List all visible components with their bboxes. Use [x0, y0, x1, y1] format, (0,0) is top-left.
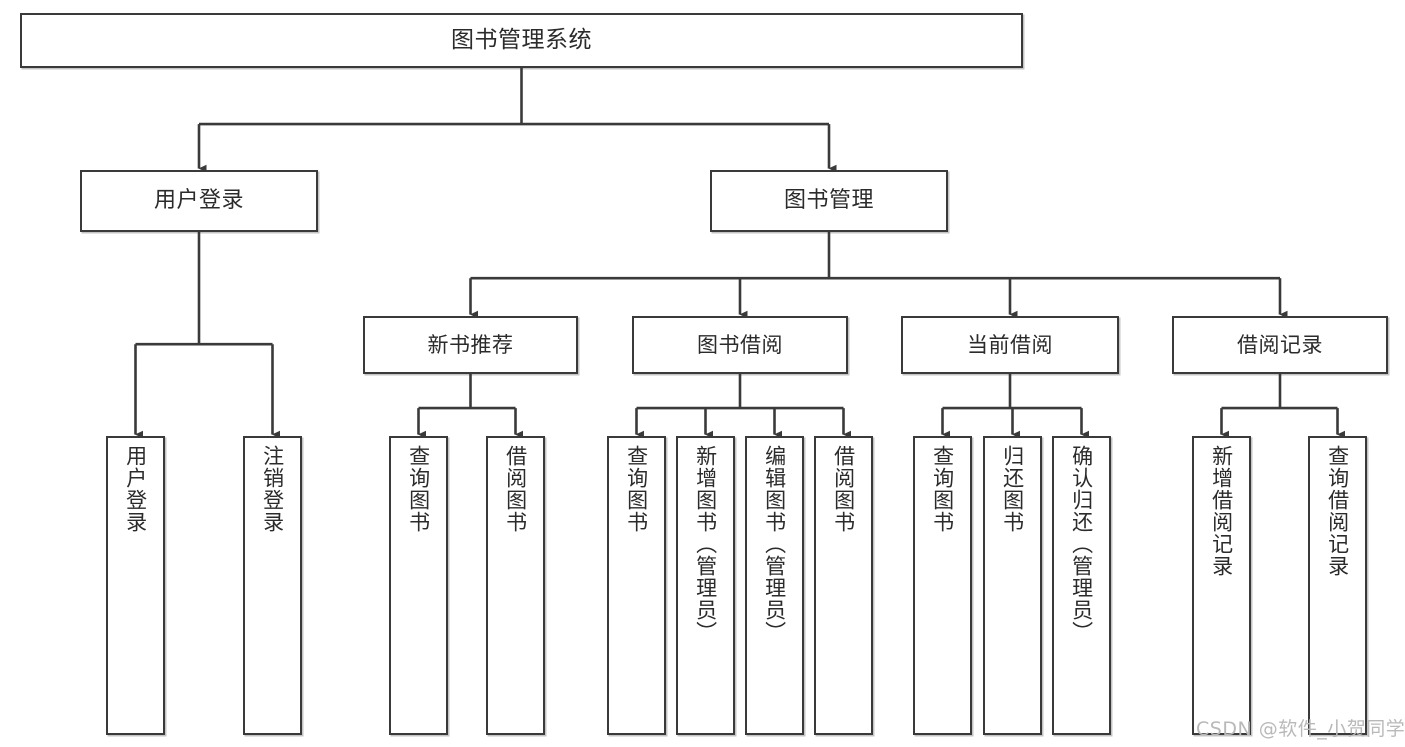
- node-label: 图书借阅: [697, 332, 783, 357]
- node-leaf-logout[interactable]: 注销登录: [243, 436, 302, 735]
- node-label: 用户登录: [153, 188, 244, 214]
- node-label: 注销登录: [260, 445, 285, 533]
- node-leaf-return-book[interactable]: 归还图书: [983, 436, 1042, 735]
- node-label: 新书推荐: [427, 332, 514, 357]
- node-leaf-borrow-book-1[interactable]: 借阅图书: [486, 436, 545, 735]
- node-new-book-rec[interactable]: 新书推荐: [363, 316, 578, 374]
- node-book-manage[interactable]: 图书管理: [710, 170, 948, 232]
- node-label: 借阅图书: [503, 445, 528, 533]
- node-label: 查询图书: [624, 445, 649, 533]
- node-root[interactable]: 图书管理系统: [20, 13, 1023, 68]
- node-label: 新增借阅记录: [1209, 445, 1234, 577]
- node-label: 查询图书: [930, 445, 955, 533]
- node-leaf-query-book-1[interactable]: 查询图书: [389, 436, 448, 735]
- node-label: 当前借阅: [967, 332, 1053, 357]
- node-book-borrow[interactable]: 图书借阅: [632, 316, 848, 374]
- node-label: 图书管理: [783, 188, 874, 214]
- node-label: 借阅图书: [831, 445, 856, 533]
- node-current-borrow[interactable]: 当前借阅: [901, 316, 1119, 374]
- node-leaf-query-book-2[interactable]: 查询图书: [607, 436, 666, 735]
- node-label: 图书管理系统: [451, 26, 592, 53]
- node-leaf-query-book-3[interactable]: 查询图书: [913, 436, 972, 735]
- node-leaf-confirm-return[interactable]: 确认归还（管理员）: [1052, 436, 1111, 735]
- node-label: 归还图书: [1000, 445, 1025, 533]
- node-leaf-user-login[interactable]: 用户登录: [106, 436, 165, 735]
- node-borrow-record[interactable]: 借阅记录: [1172, 316, 1388, 374]
- csdn-watermark: CSDN @软件_小贺同学: [1196, 718, 1405, 740]
- node-label: 用户登录: [123, 445, 148, 533]
- node-label: 查询图书: [406, 445, 431, 533]
- node-user-login[interactable]: 用户登录: [80, 170, 318, 232]
- node-label: 编辑图书（管理员）: [762, 445, 787, 643]
- node-label: 查询借阅记录: [1325, 445, 1350, 577]
- node-leaf-add-record[interactable]: 新增借阅记录: [1192, 436, 1251, 735]
- node-leaf-borrow-book-2[interactable]: 借阅图书: [814, 436, 873, 735]
- node-leaf-add-book[interactable]: 新增图书（管理员）: [676, 436, 735, 735]
- node-leaf-query-record[interactable]: 查询借阅记录: [1308, 436, 1367, 735]
- node-label: 新增图书（管理员）: [693, 445, 718, 643]
- node-label: 确认归还（管理员）: [1069, 445, 1094, 643]
- node-leaf-edit-book[interactable]: 编辑图书（管理员）: [745, 436, 804, 735]
- node-label: 借阅记录: [1237, 332, 1323, 357]
